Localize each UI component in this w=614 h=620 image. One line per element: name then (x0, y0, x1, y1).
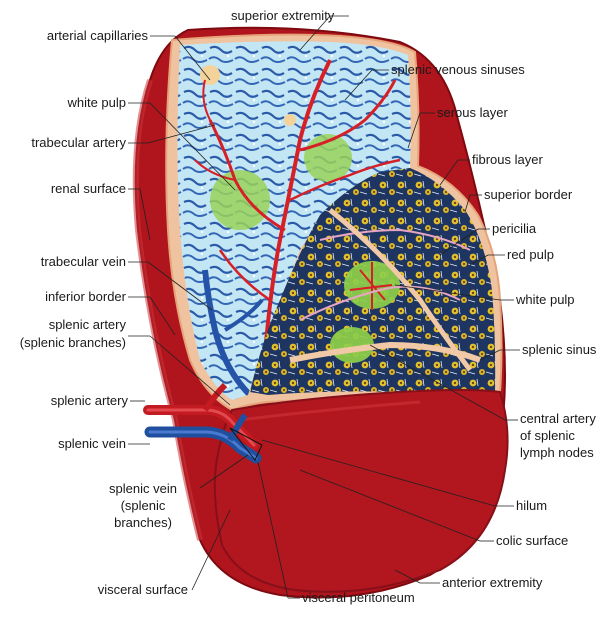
label-visceral-peritoneum: visceral peritoneum (302, 590, 415, 605)
label-trabecular-vein: trabecular vein (41, 254, 126, 269)
label-white-pulp-right: white pulp (515, 292, 575, 307)
white-pulp-region (177, 41, 411, 401)
label-splenic-vein: splenic vein (58, 436, 126, 451)
label-pericilia: pericilia (492, 221, 537, 236)
leader-lines (128, 15, 520, 599)
label-red-pulp: red pulp (507, 247, 554, 262)
label-central-artery: central artery (520, 411, 596, 426)
label-central-artery-sub2: lymph nodes (520, 445, 594, 460)
label-arterial-capillaries: arterial capillaries (47, 28, 149, 43)
colic-lobe (213, 389, 509, 593)
label-splenic-sinus: splenic sinus (522, 342, 597, 357)
red-pulp-structures (289, 208, 482, 372)
label-splenic-artery: splenic artery (51, 393, 129, 408)
label-superior-border: superior border (484, 187, 573, 202)
label-visceral-surface: visceral surface (98, 582, 188, 597)
label-splenic-artery-branches-sub: (splenic branches) (20, 335, 126, 350)
label-white-pulp-left: white pulp (66, 95, 126, 110)
label-inferior-border: inferior border (45, 289, 127, 304)
label-splenic-vein-branches-sub2: branches) (114, 515, 172, 530)
label-splenic-vein-branches-sub1: (splenic (121, 498, 166, 513)
label-splenic-vein-branches: splenic vein (109, 481, 177, 496)
label-colic-surface: colic surface (496, 533, 568, 548)
hilum-vessels (143, 382, 263, 464)
white-pulp-vessels (194, 59, 401, 398)
label-serous-layer: serous layer (437, 105, 508, 120)
label-splenic-venous-sinuses: splenic venous sinuses (391, 62, 525, 77)
label-fibrous-layer: fibrous layer (472, 152, 543, 167)
label-anterior-extremity: anterior extremity (442, 575, 543, 590)
label-central-artery-sub1: of splenic (520, 428, 575, 443)
label-hilum: hilum (516, 498, 547, 513)
label-superior-extremity: superior extremity (231, 8, 335, 23)
label-renal-surface: renal surface (51, 181, 126, 196)
label-splenic-artery-branches: splenic artery (49, 317, 127, 332)
label-trabecular-artery: trabecular artery (31, 135, 126, 150)
